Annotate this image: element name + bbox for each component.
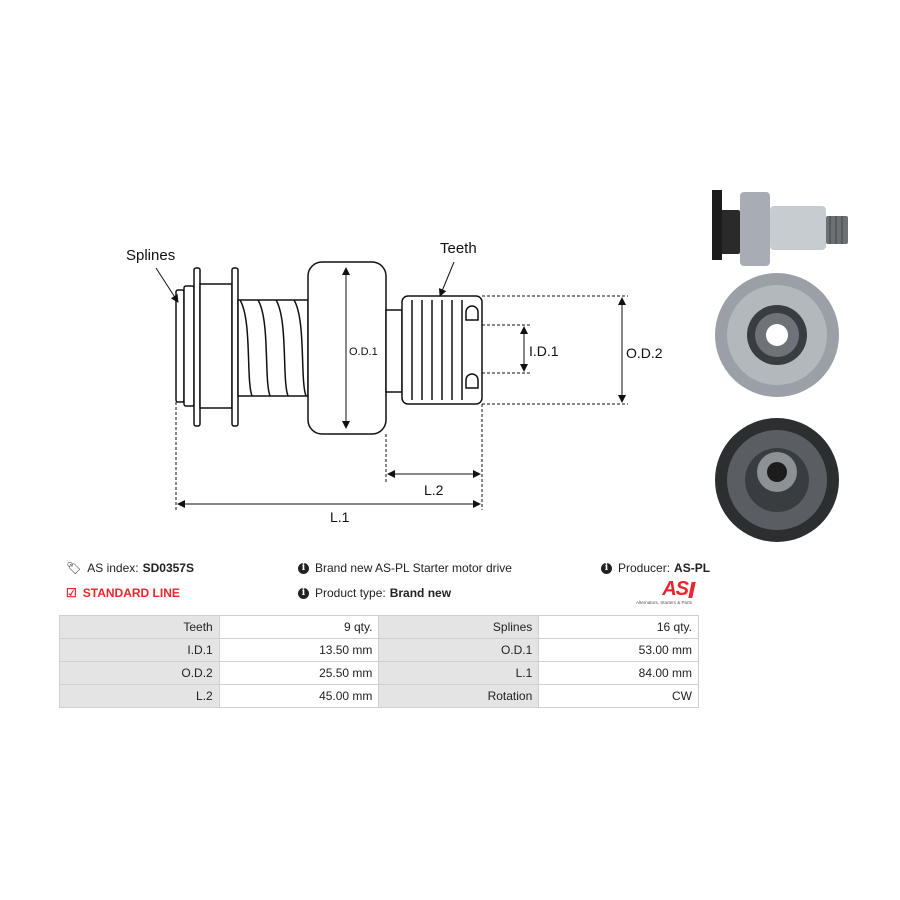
table-row: Teeth 9 qty. Splines 16 qty. — [59, 615, 699, 639]
product-type: i Product type: Brand new — [298, 586, 451, 600]
spec-value: CW — [538, 684, 699, 708]
info-icon: i — [298, 562, 309, 574]
spec-value: 16 qty. — [538, 615, 699, 639]
producer: i Producer: AS-PL — [601, 561, 710, 575]
spec-key: Splines — [378, 615, 540, 639]
table-row: I.D.1 13.50 mm O.D.1 53.00 mm — [59, 638, 699, 662]
technical-diagram: Splines Teeth O.D.1 I.D.1 O.D.2 L.2 L.1 — [126, 190, 848, 542]
label-id1: I.D.1 — [529, 343, 559, 359]
tag-icon: 🏷 — [66, 561, 82, 575]
label-splines: Splines — [126, 247, 175, 264]
spec-value: 53.00 mm — [538, 638, 699, 662]
logo-bar — [688, 582, 696, 598]
as-index-label: AS index: — [87, 561, 139, 575]
product-type-label: Product type: — [315, 586, 386, 600]
spec-key: L.2 — [59, 684, 220, 708]
starter-drive-drawing — [175, 261, 483, 435]
spec-key: O.D.2 — [59, 661, 220, 685]
label-l2: L.2 — [424, 482, 444, 498]
standard-line-label: STANDARD LINE — [82, 586, 180, 600]
product-photo-front — [715, 273, 839, 397]
logo-tagline: Alternators, Starters & Parts — [636, 600, 693, 605]
spec-key: Teeth — [59, 615, 220, 639]
producer-value: AS-PL — [674, 561, 711, 575]
spec-key: O.D.1 — [378, 638, 540, 662]
table-row: L.2 45.00 mm Rotation CW — [59, 684, 699, 708]
label-od2: O.D.2 — [626, 345, 663, 361]
label-od1: O.D.1 — [349, 346, 378, 358]
standard-line: ☑ STANDARD LINE — [66, 586, 180, 600]
checkbox-icon: ☑ — [66, 586, 77, 600]
as-index: 🏷 AS index: SD0357S — [66, 561, 194, 575]
spec-table: Teeth 9 qty. Splines 16 qty. I.D.1 13.50… — [59, 615, 699, 708]
logo-text: AS — [662, 578, 689, 600]
label-teeth: Teeth — [440, 240, 477, 257]
description-text: Brand new AS-PL Starter motor drive — [315, 561, 512, 575]
product-photo-back — [715, 418, 839, 542]
producer-label: Producer: — [618, 561, 671, 575]
as-index-value: SD0357S — [142, 561, 194, 575]
spec-key: L.1 — [378, 661, 540, 685]
as-pl-logo: AS Alternators, Starters & Parts — [636, 578, 702, 608]
spec-value: 9 qty. — [218, 615, 380, 639]
product-type-value: Brand new — [389, 586, 452, 600]
spec-value: 84.00 mm — [538, 661, 699, 685]
info-icon: i — [298, 587, 309, 599]
product-photo-side — [712, 190, 848, 266]
info-icon: i — [601, 562, 612, 574]
description: i Brand new AS-PL Starter motor drive — [298, 561, 512, 575]
spec-key: Rotation — [378, 684, 540, 708]
table-row: O.D.2 25.50 mm L.1 84.00 mm — [59, 661, 699, 685]
label-l1: L.1 — [330, 509, 350, 525]
spec-value: 13.50 mm — [218, 638, 380, 662]
spec-key: I.D.1 — [59, 638, 220, 662]
spec-value: 25.50 mm — [218, 661, 380, 685]
spec-value: 45.00 mm — [218, 684, 380, 708]
